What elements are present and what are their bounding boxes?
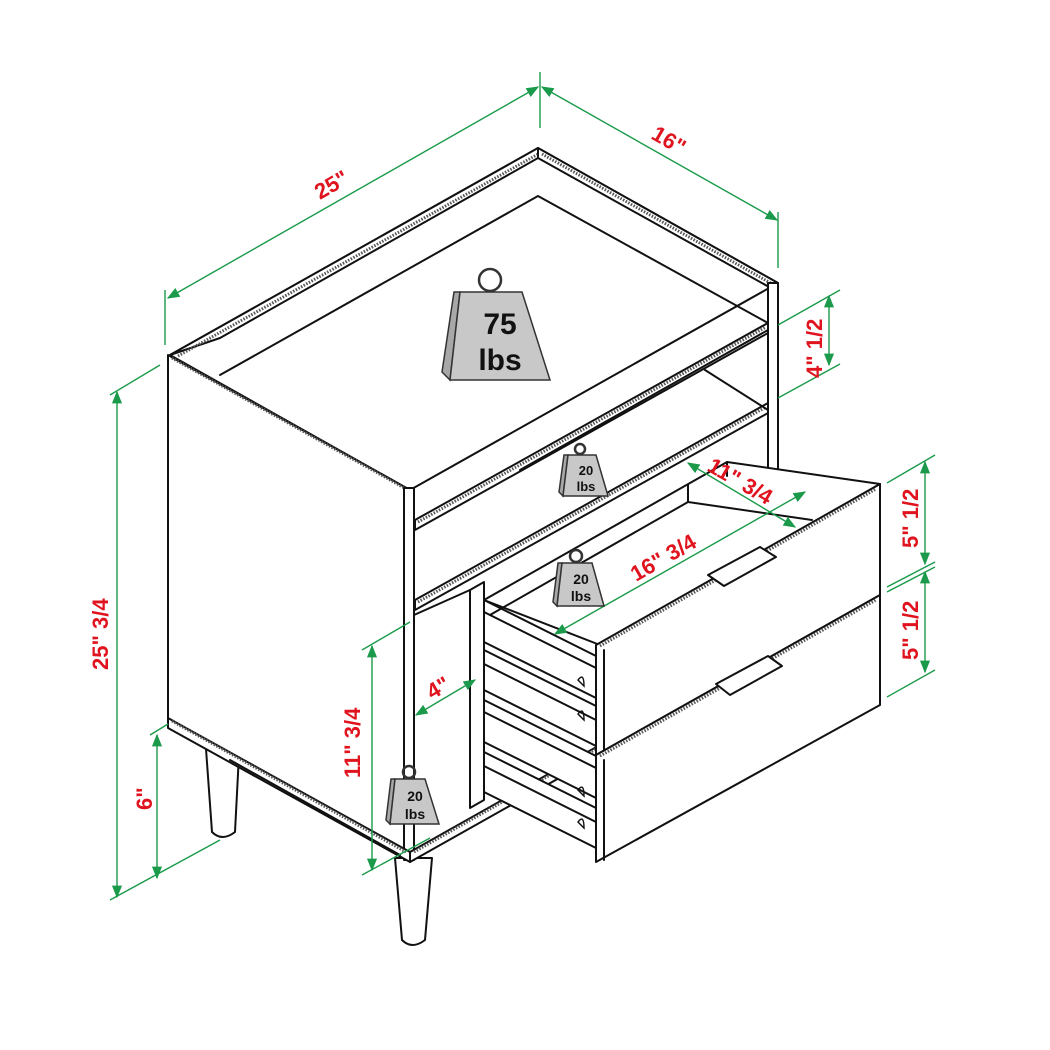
cubby-divider: [469, 581, 485, 809]
weight-value: 20: [573, 571, 589, 587]
label-drawer-bottom-height: 5" 1/2: [898, 601, 923, 660]
label-drawer-top-height: 5" 1/2: [898, 489, 923, 548]
dim-line-width: [166, 86, 540, 299]
label-overall-depth: 16": [648, 121, 691, 160]
weight-icon-shelf-20lbs: 20 lbs: [558, 442, 610, 498]
weight-icon-drawer-20lbs: 20 lbs: [552, 548, 605, 608]
weight-unit: lbs: [405, 806, 425, 822]
bottom-drawer-front: [595, 594, 881, 863]
weight-value: 75: [483, 308, 516, 341]
dimension-lines: [109, 72, 936, 901]
weight-unit: lbs: [577, 479, 596, 494]
label-cubby-width: 4": [422, 671, 454, 704]
weight-unit: lbs: [571, 588, 591, 604]
weight-value: 20: [579, 463, 593, 478]
dim-line-drawer-depth: [553, 491, 807, 635]
weight-icon-top-75lbs: 75 lbs: [441, 267, 552, 382]
drawer-boxes: [483, 599, 601, 851]
bottom-drawer-handle: [715, 655, 783, 696]
dim-line-cubby-width: [414, 679, 477, 716]
label-overall-width: 25": [310, 165, 353, 204]
dim-line-depth: [540, 86, 779, 221]
weight-value: 20: [407, 788, 423, 804]
label-leg-height: 6": [132, 787, 157, 810]
label-overall-height: 25" 3/4: [88, 598, 113, 670]
label-cubby-height: 11" 3/4: [340, 707, 365, 778]
leg-front: [394, 857, 433, 946]
weight-unit: lbs: [478, 344, 521, 377]
label-shelf-height: 4" 1/2: [802, 319, 827, 378]
weight-icon-cubby-20lbs: 20 lbs: [385, 764, 441, 826]
furniture-drawing: [167, 147, 881, 946]
